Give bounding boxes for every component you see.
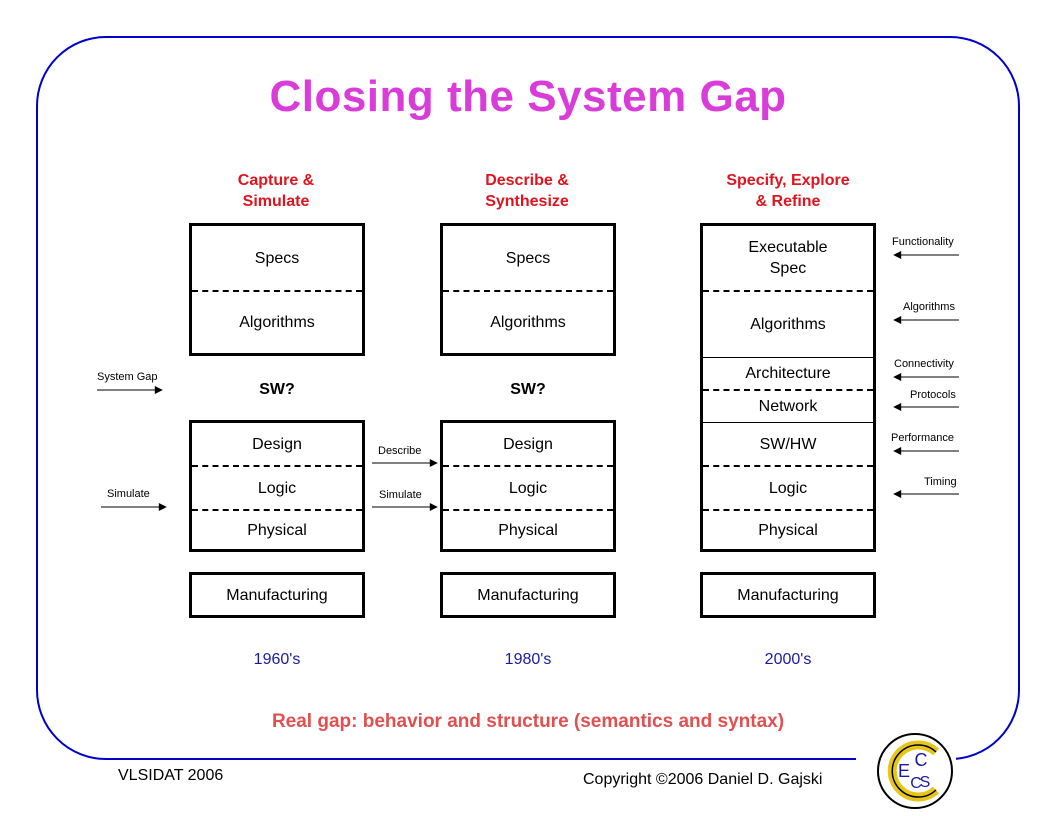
column-1-spec-divider [192,290,362,292]
column-2-heading-line2: Synthesize [485,193,569,210]
column-1-heading-line2: Simulate [242,193,310,210]
column-3-stack-box: Executable Spec Algorithms Architecture … [700,223,876,552]
column-2-sw-gap-label: SW? [510,381,546,398]
column-2-algorithms: Algorithms [490,314,566,331]
logo-letter-e: E [898,761,910,781]
column-3-heading-line2: & Refine [755,193,821,210]
column-1-heading-line1: Capture & [237,172,315,189]
column-3-manufacturing: Manufacturing [737,586,839,604]
column-3-divider-4 [703,422,873,423]
column-1-spec-box: Specs Algorithms [189,223,365,356]
slide-title: Closing the System Gap [269,72,787,121]
column-2-era: 1980's [504,651,552,668]
column-2-spec-divider [443,290,613,292]
algorithms-arrow-label: Algorithms [903,301,955,313]
column-2-divider-1 [443,465,613,467]
column-2-specs: Specs [505,249,551,267]
system-gap-arrow-label: System Gap [97,371,158,383]
describe-arrow-label: Describe [378,445,422,457]
column-2-divider-2 [443,509,613,511]
column-1-algorithms: Algorithms [239,314,315,331]
timing-arrow-label: Timing [924,476,957,488]
connectivity-arrow-label: Connectivity [894,358,954,370]
column-3-divider-6 [703,509,873,511]
column-3-physical: Physical [758,521,818,539]
column-2-design: Design [503,435,553,453]
logo-letter-c2: C [910,775,922,792]
column-1-physical: Physical [247,521,307,539]
column-2-manufacturing-box: Manufacturing [440,572,616,618]
column-3-algorithms: Algorithms [750,315,826,333]
column-3-executable-spec: Executable Spec [703,226,873,290]
column-3-network: Network [758,397,818,415]
column-3-divider-5 [703,465,873,467]
column-3-heading-line1: Specify, Explore [726,172,850,189]
column-3-heading: Specify, Explore & Refine [678,170,898,212]
column-1-divider-1 [192,465,362,467]
column-1-logic: Logic [257,479,297,497]
functionality-arrow-label: Functionality [892,236,954,248]
column-1-divider-2 [192,509,362,511]
cecs-logo: C E C S [877,733,953,809]
column-3-divider-3 [703,389,873,391]
simulate-arrow-label-left: Simulate [107,488,150,500]
column-3-architecture: Architecture [745,365,831,382]
column-2-heading: Describe & Synthesize [417,170,637,212]
column-2-implementation-box: Design Logic Physical [440,420,616,552]
copyright-label: Copyright ©2006 Daniel D. Gajski [583,771,823,788]
column-3-divider-2 [703,357,873,358]
protocols-arrow-label: Protocols [910,389,956,401]
column-3-manufacturing-box: Manufacturing [700,572,876,618]
column-2-logic: Logic [508,479,548,497]
column-3-era: 2000's [764,651,812,668]
column-2-physical: Physical [498,521,558,539]
column-1-era: 1960's [253,651,301,668]
column-1-manufacturing: Manufacturing [226,586,328,604]
column-1-heading: Capture & Simulate [166,170,386,212]
column-3-divider-1 [703,290,873,292]
column-2-heading-line1: Describe & [485,172,569,189]
column-3-sw-hw: SW/HW [759,435,817,453]
real-gap-statement: Real gap: behavior and structure (semant… [271,711,785,732]
column-1-specs: Specs [254,249,300,267]
column-2-manufacturing: Manufacturing [477,586,579,604]
column-1-manufacturing-box: Manufacturing [189,572,365,618]
column-3-logic: Logic [768,479,808,497]
slide-frame [36,36,1020,760]
performance-arrow-label: Performance [891,432,954,444]
logo-letter-c: C [915,750,928,770]
column-1-sw-gap-label: SW? [259,381,295,398]
logo-letter-s: S [920,774,931,791]
column-2-spec-box: Specs Algorithms [440,223,616,356]
column-1-design: Design [252,435,302,453]
simulate-arrow-label-middle: Simulate [379,489,422,501]
conference-label: VLSIDAT 2006 [118,767,224,784]
column-1-implementation-box: Design Logic Physical [189,420,365,552]
column-3-executable-spec-label: Executable Spec [748,239,828,277]
